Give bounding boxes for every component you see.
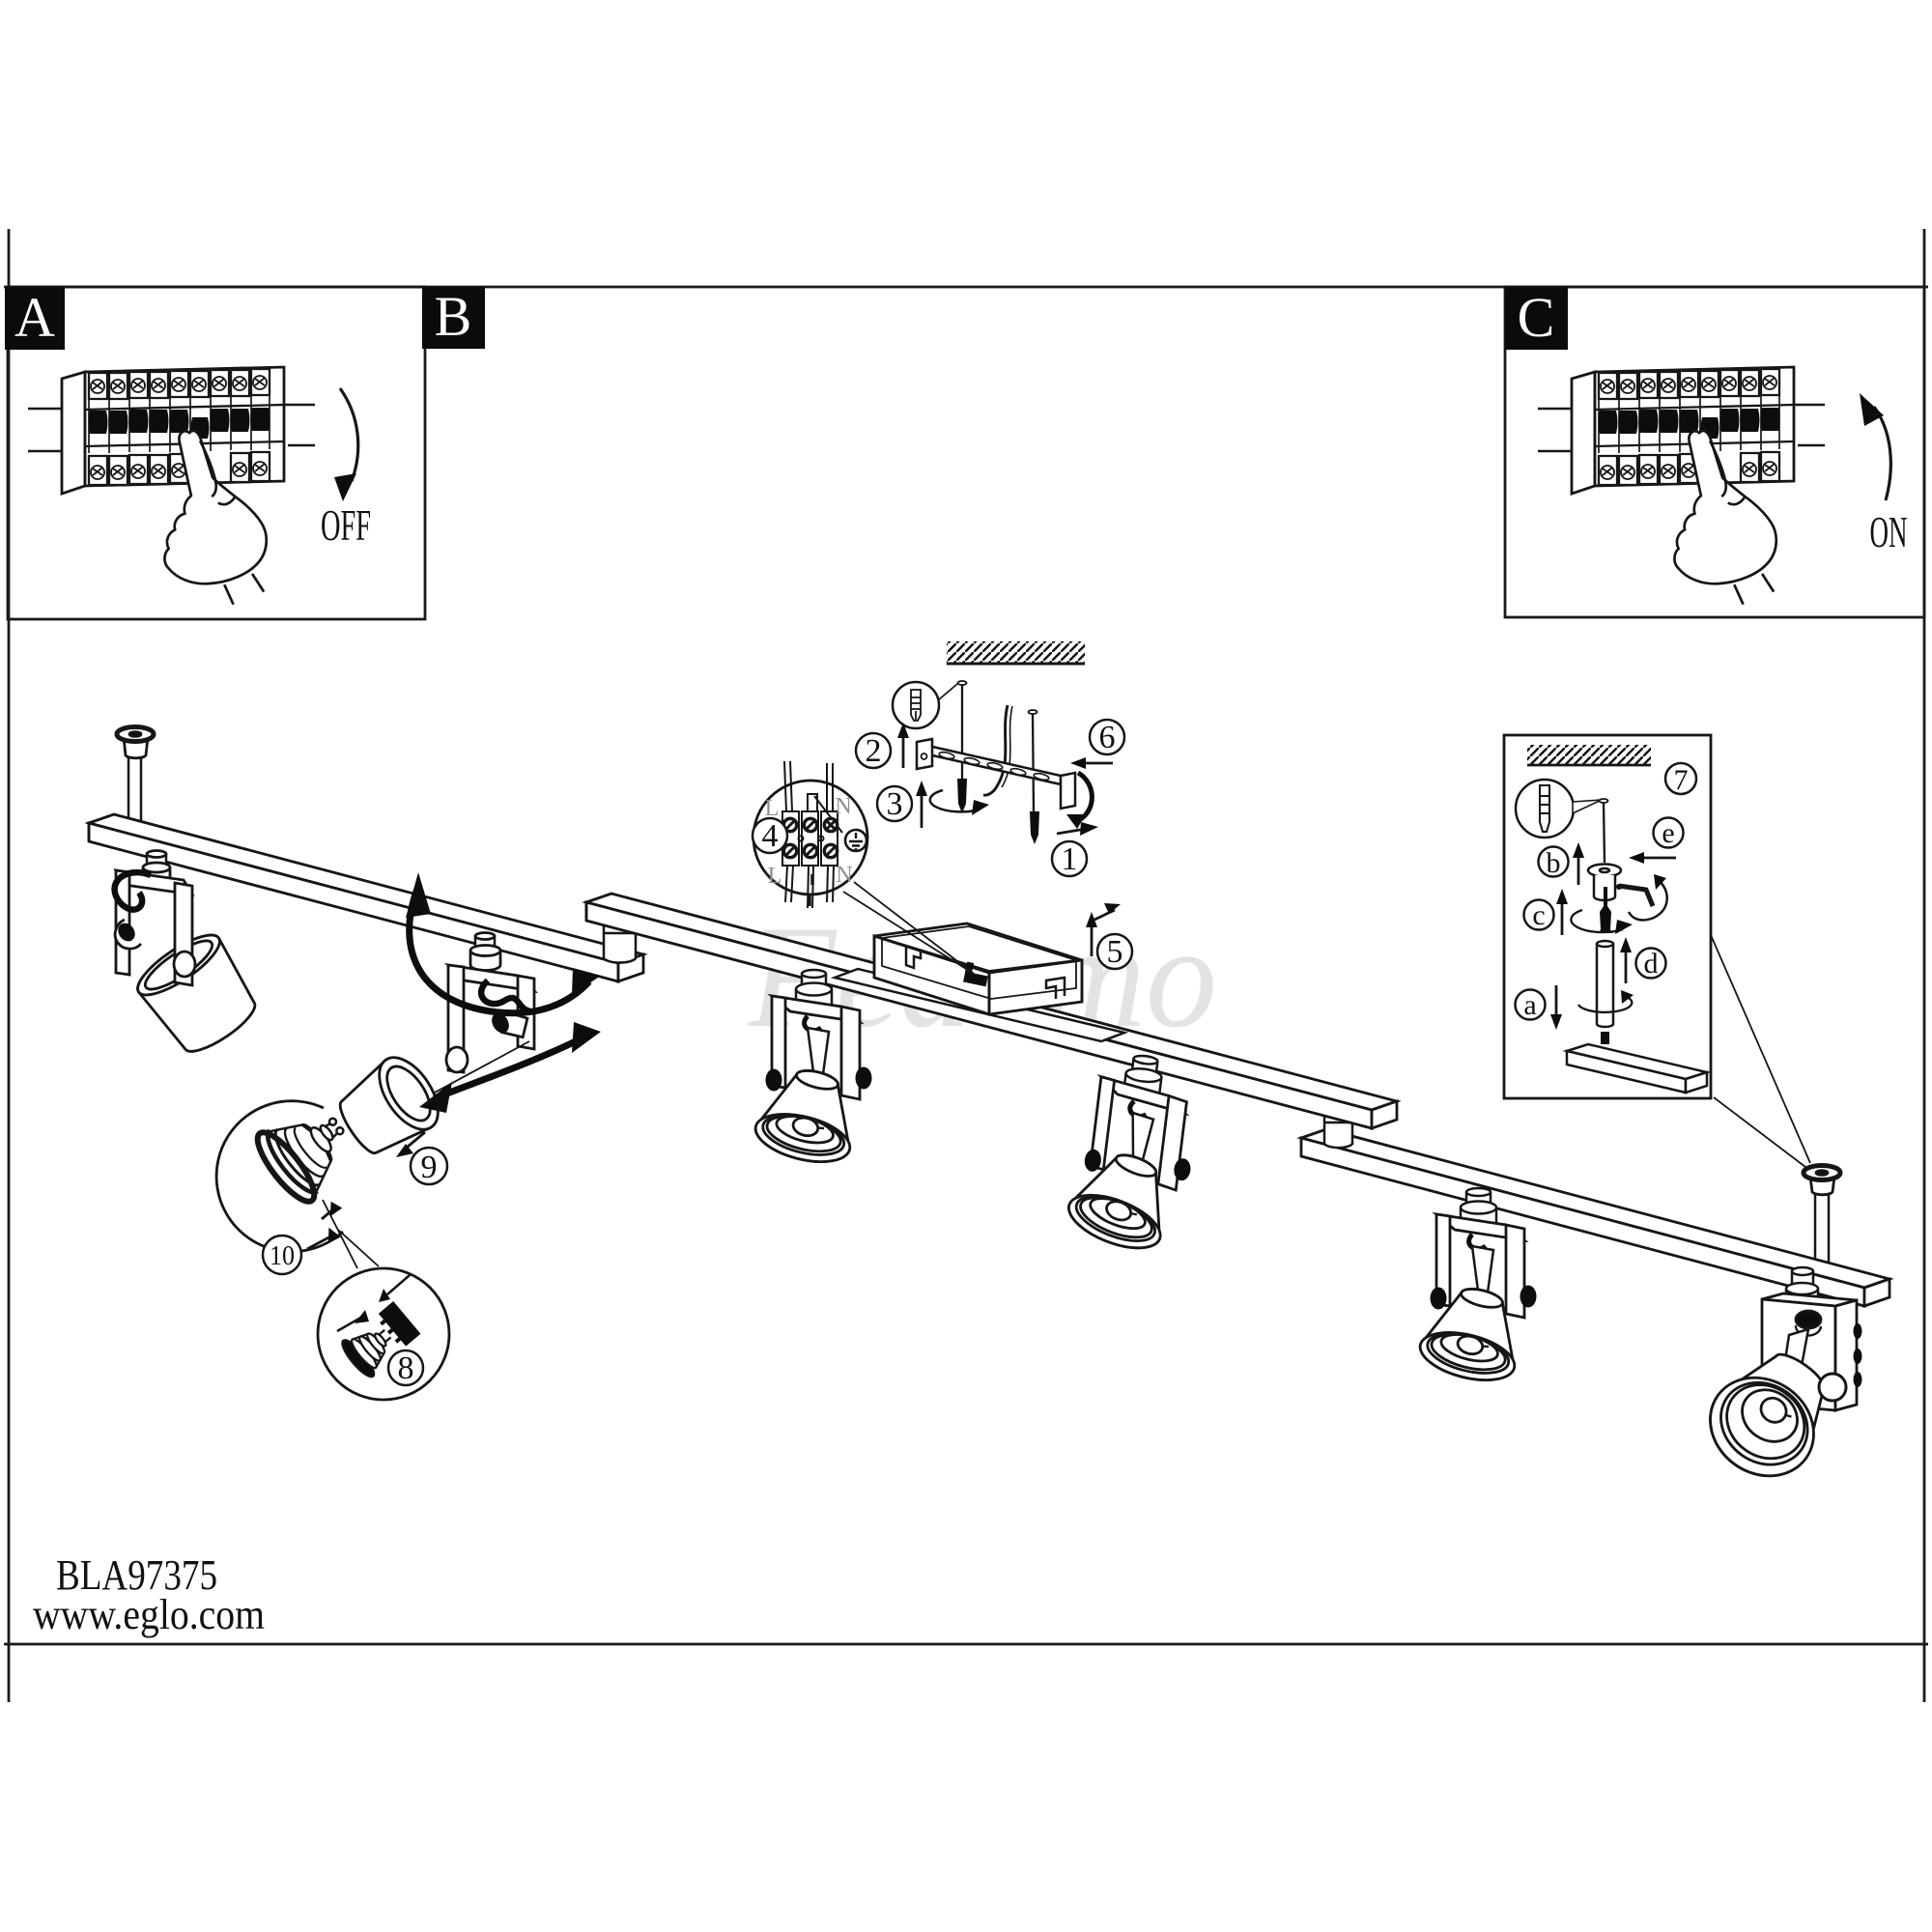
svg-text:B: B <box>435 285 472 348</box>
svg-text:d: d <box>1644 948 1659 980</box>
svg-text:C: C <box>1518 286 1555 349</box>
svg-text:1: 1 <box>1062 841 1078 877</box>
svg-text:A: A <box>14 286 55 349</box>
svg-text:OFF: OFF <box>321 500 371 550</box>
svg-text:e: e <box>1662 817 1674 849</box>
svg-text:8: 8 <box>398 1350 414 1386</box>
svg-text:2: 2 <box>866 733 882 769</box>
svg-text:3: 3 <box>887 786 903 822</box>
svg-text:a: a <box>1523 989 1536 1021</box>
svg-text:c: c <box>1532 899 1545 931</box>
svg-text:BLA97375: BLA97375 <box>56 1551 217 1599</box>
svg-text:9: 9 <box>421 1150 438 1185</box>
svg-text:L: L <box>768 864 782 889</box>
svg-text:L: L <box>765 796 780 821</box>
svg-text:N: N <box>836 863 852 888</box>
svg-text:ON: ON <box>1870 507 1908 556</box>
svg-text:N: N <box>835 794 851 819</box>
svg-text:4: 4 <box>762 818 779 854</box>
svg-text:7: 7 <box>1674 764 1689 796</box>
svg-text:www.eglo.com: www.eglo.com <box>33 1591 265 1638</box>
svg-text:10: 10 <box>270 1240 295 1271</box>
svg-text:b: b <box>1547 847 1561 879</box>
svg-text:6: 6 <box>1099 720 1116 755</box>
svg-text:5: 5 <box>1107 934 1123 970</box>
